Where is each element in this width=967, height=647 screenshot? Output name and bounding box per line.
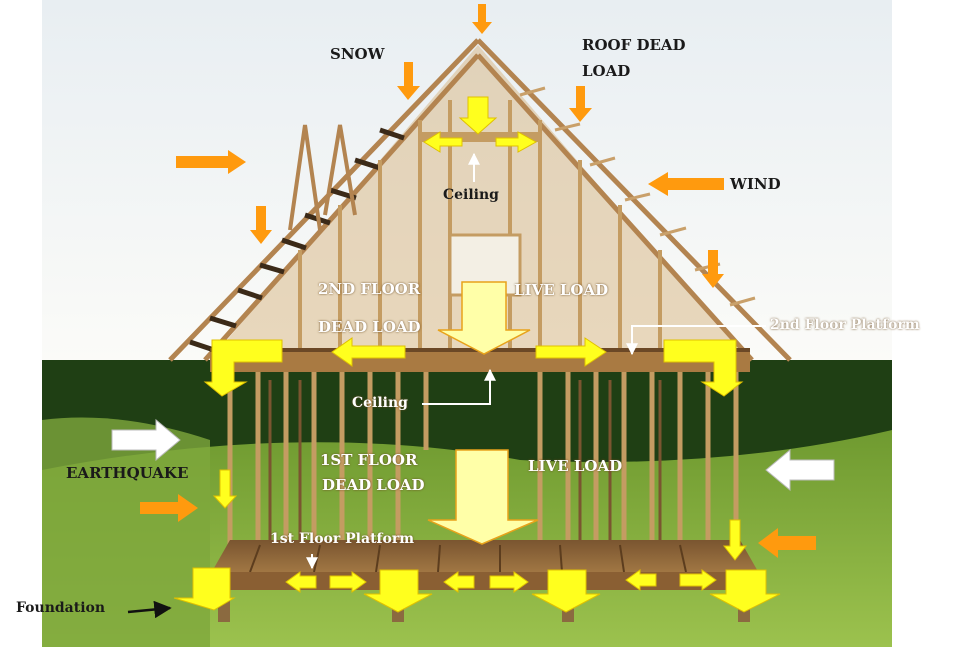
snow-label: SNOW — [330, 43, 384, 65]
roof-dead-load-label: ROOF DEAD — [582, 34, 686, 56]
first-floor-platform-label: 1st Floor Platform — [270, 528, 414, 550]
earthquake-label: EARTHQUAKE — [66, 462, 188, 484]
second-floor-label: 2ND FLOOR — [318, 278, 420, 300]
first-floor-label: 1ST FLOOR — [320, 449, 417, 471]
first-live-load-label: LIVE LOAD — [528, 455, 622, 477]
second-dead-load-label: DEAD LOAD — [318, 316, 421, 338]
second-floor-platform-label: 2nd Floor Platform — [770, 314, 920, 336]
second-live-load-label: LIVE LOAD — [514, 279, 608, 301]
foundation-label: Foundation — [16, 597, 105, 619]
ceiling-lower-label: Ceiling — [352, 392, 408, 414]
roof-dead-load-label-line2: LOAD — [582, 60, 630, 82]
wind-label: WIND — [730, 173, 781, 195]
ceiling-upper-label: Ceiling — [443, 184, 499, 206]
first-dead-load-label: DEAD LOAD — [322, 474, 425, 496]
